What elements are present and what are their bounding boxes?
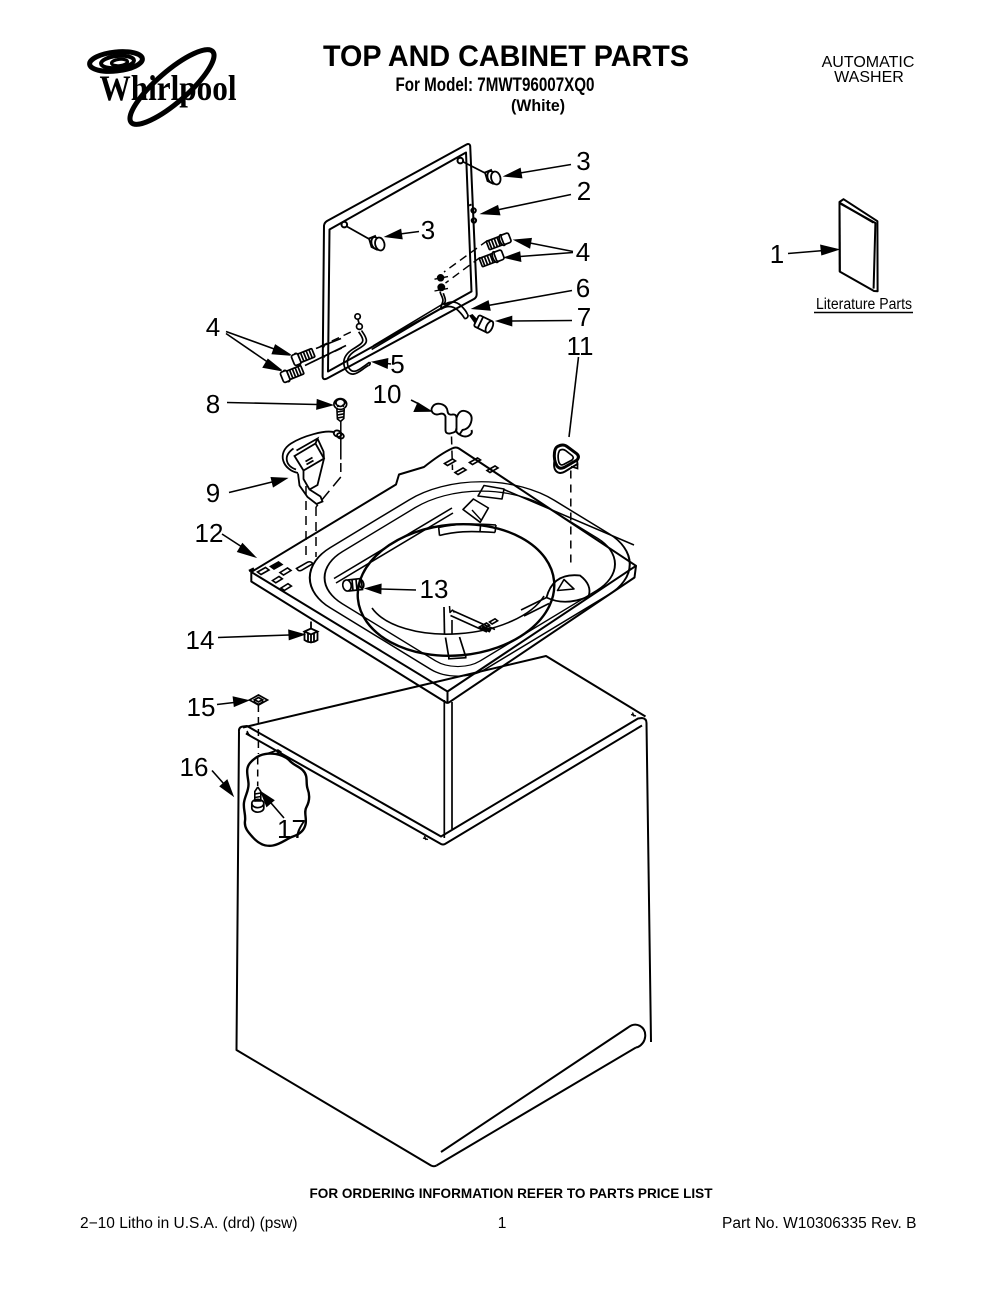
svg-text:16: 16 — [180, 752, 209, 782]
svg-text:FOR ORDERING INFORMATION REFER: FOR ORDERING INFORMATION REFER TO PARTS … — [310, 1186, 714, 1201]
svg-text:10: 10 — [373, 379, 402, 409]
svg-text:WASHER: WASHER — [834, 69, 904, 86]
svg-text:2: 2 — [577, 176, 591, 206]
svg-text:9: 9 — [206, 478, 220, 508]
svg-text:6: 6 — [576, 273, 590, 303]
svg-text:(White): (White) — [511, 96, 565, 115]
svg-text:Part No. W10306335 Rev. B: Part No. W10306335 Rev. B — [722, 1215, 916, 1232]
svg-text:TOP AND CABINET PARTS: TOP AND CABINET PARTS — [323, 40, 689, 73]
svg-text:8: 8 — [206, 389, 220, 419]
svg-text:7: 7 — [577, 302, 591, 332]
svg-text:14: 14 — [186, 625, 215, 655]
svg-text:13: 13 — [420, 574, 449, 604]
svg-text:2−10 Litho in U.S.A. (drd) (ps: 2−10 Litho in U.S.A. (drd) (psw) — [80, 1215, 298, 1232]
svg-text:AUTOMATIC: AUTOMATIC — [822, 54, 915, 71]
svg-text:11: 11 — [567, 331, 594, 361]
svg-text:4: 4 — [206, 312, 220, 342]
svg-text:5: 5 — [390, 349, 404, 379]
svg-text:12: 12 — [195, 518, 224, 548]
svg-text:3: 3 — [421, 215, 435, 245]
svg-text:Whirlpool: Whirlpool — [100, 68, 237, 108]
svg-text:15: 15 — [187, 692, 216, 722]
svg-text:4: 4 — [576, 237, 590, 267]
svg-text:1: 1 — [770, 239, 784, 269]
svg-text:3: 3 — [576, 146, 590, 176]
svg-text:Literature Parts: Literature Parts — [816, 296, 912, 313]
svg-text:17: 17 — [277, 814, 306, 844]
svg-text:For Model: 7MWT96007XQ0: For Model: 7MWT96007XQ0 — [396, 74, 595, 96]
svg-text:1: 1 — [498, 1215, 507, 1232]
